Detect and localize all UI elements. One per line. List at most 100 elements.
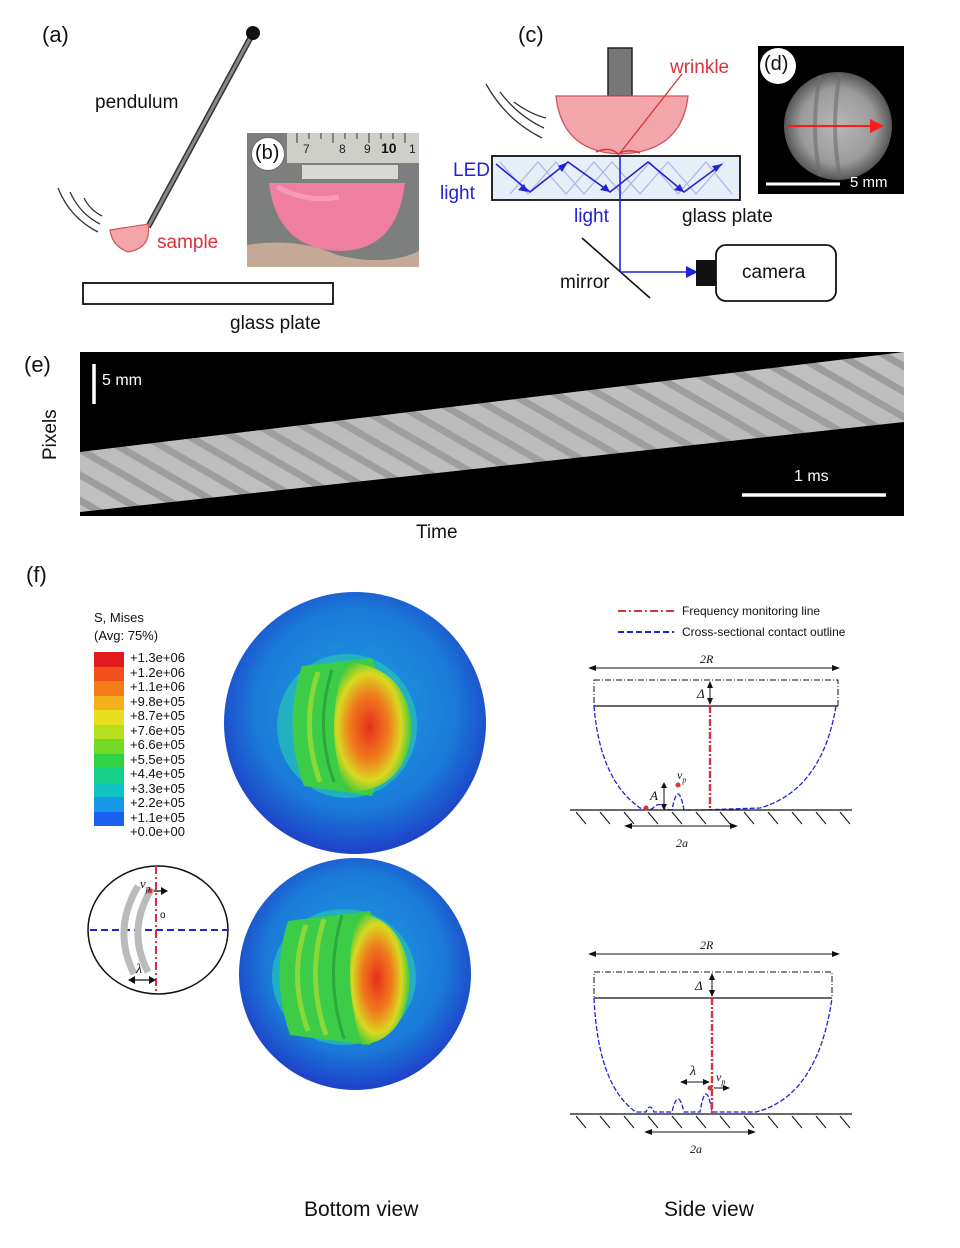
legend-swatch [94,666,124,681]
side-bottom-2R: 2R [700,938,714,952]
scale-label-d: 5 mm [850,174,888,191]
motion-line [57,187,99,233]
legend-row: +8.7e+05 [94,708,234,725]
legend-swatch [94,681,124,696]
pendulum-diagram [57,26,334,305]
led-label-line1: LED [453,160,490,181]
pendulum-pivot [246,26,260,40]
legend-value: +3.3e+05 [130,780,185,796]
sample-photo: 7 8 9 10 1 (b) [247,133,419,267]
sample-shape [109,223,150,253]
side-view-top [570,665,852,829]
glass-plate-label-a: glass plate [230,313,321,334]
legend-value: +9.8e+05 [130,693,185,709]
legend-row: +2.2e+05 [94,795,234,812]
legend-swatch [94,724,124,739]
legend-row: +3.3e+05 [94,780,234,797]
motion-line [69,191,101,225]
x-axis-label: Time [416,522,458,543]
side-bottom-delta: Δ [695,978,703,993]
glass-plate-rect [491,155,741,201]
legend-swatch [94,753,124,768]
legend-swatch [94,782,124,797]
scale-label-e-vertical: 5 mm [102,372,142,389]
ruler-tick: 7 [303,142,310,156]
wrinkle-2 [134,886,156,974]
fem-bottom-views [224,592,486,1090]
legend-swatch [94,739,124,754]
optical-setup-diagram [485,47,837,302]
panel-label-d-circle [760,48,796,84]
contact-image: (d) 5 mm [758,46,904,194]
legend-row: +1.1e+06 [94,679,234,696]
legend-swatch [94,710,124,725]
legend-frequency-line: Frequency monitoring line [682,604,821,618]
legend-row: +0.0e+00 [94,824,234,841]
motion-line [83,197,103,217]
light-label: light [574,206,609,227]
fem-disc-top [224,592,486,854]
legend-value: +2.2e+05 [130,795,185,810]
panel-label-a: (a) [42,22,69,47]
schematic-vp: vp [140,876,151,894]
wrinkle-mark [595,148,641,155]
kymograph-image: 5 mm 1 ms [80,352,904,516]
wrinkle-schematic [87,865,229,995]
legend-row: +7.6e+05 [94,722,234,739]
side-top-2a: 2a [676,836,688,850]
legend-swatch [94,695,124,710]
side-top-vp: vp [677,768,687,785]
camera-label: camera [742,262,806,283]
mirror-line [581,237,651,299]
ruler-tick: 8 [339,142,346,156]
glass-plate-label-c: glass plate [682,206,773,227]
side-top-delta: Δ [697,686,705,701]
schematic-origin: o [160,910,166,921]
side-view-bottom [570,951,852,1135]
led-label-line2: light [440,183,475,204]
legend-value: +1.1e+06 [130,679,185,694]
camera-body [715,244,837,302]
legend-value: +1.2e+06 [130,664,185,680]
legend-row: +1.2e+06 [94,664,234,681]
wrinkle-pointer [619,73,683,154]
legend-swatch [94,826,124,841]
wrinkle-1 [120,884,142,976]
sample-shape [555,95,689,155]
legend-value: +1.3e+06 [130,650,185,665]
legend-swatch [94,652,124,667]
side-bottom-vp: vp [716,1070,726,1087]
legend-row: +1.1e+05 [94,809,234,826]
mirror-label: mirror [560,272,610,293]
sample-label: sample [157,232,219,253]
legend-value: +1.1e+05 [130,809,185,825]
legend-title-1: S, Mises [94,610,144,625]
side-bottom-lambda: λ [690,1064,697,1079]
panel-label-c: (c) [518,22,544,47]
legend-value: +0.0e+00 [130,824,185,839]
legend-value: +5.5e+05 [130,751,185,767]
caption-bottom-view: Bottom view [304,1198,419,1221]
legend-value: +7.6e+05 [130,722,185,738]
caption-side-view: Side view [664,1198,754,1221]
panel-label-b-circle [251,137,285,171]
side-top-A: A [650,788,658,803]
legend-title-2: (Avg: 75%) [94,628,159,643]
panel-label-e: (e) [24,352,51,377]
camera-lens [696,260,716,286]
scale-label-e-horizontal: 1 ms [794,468,829,485]
side-bottom-2a: 2a [690,1142,702,1156]
glass-plate-rect [82,282,334,305]
legend-row: +4.4e+05 [94,766,234,783]
legend-value: +4.4e+05 [130,766,185,781]
side-view-diagrams [570,665,852,1135]
legend-value: +8.7e+05 [130,708,185,723]
legend-swatch [94,811,124,826]
legend-row: +5.5e+05 [94,751,234,768]
pendulum-label: pendulum [95,92,179,113]
wrinkle-label: wrinkle [670,57,730,78]
ruler-tick: 10 [381,140,397,156]
legend-row: +6.6e+05 [94,737,234,754]
side-top-2R: 2R [700,652,714,666]
legend-row: +9.8e+05 [94,693,234,710]
